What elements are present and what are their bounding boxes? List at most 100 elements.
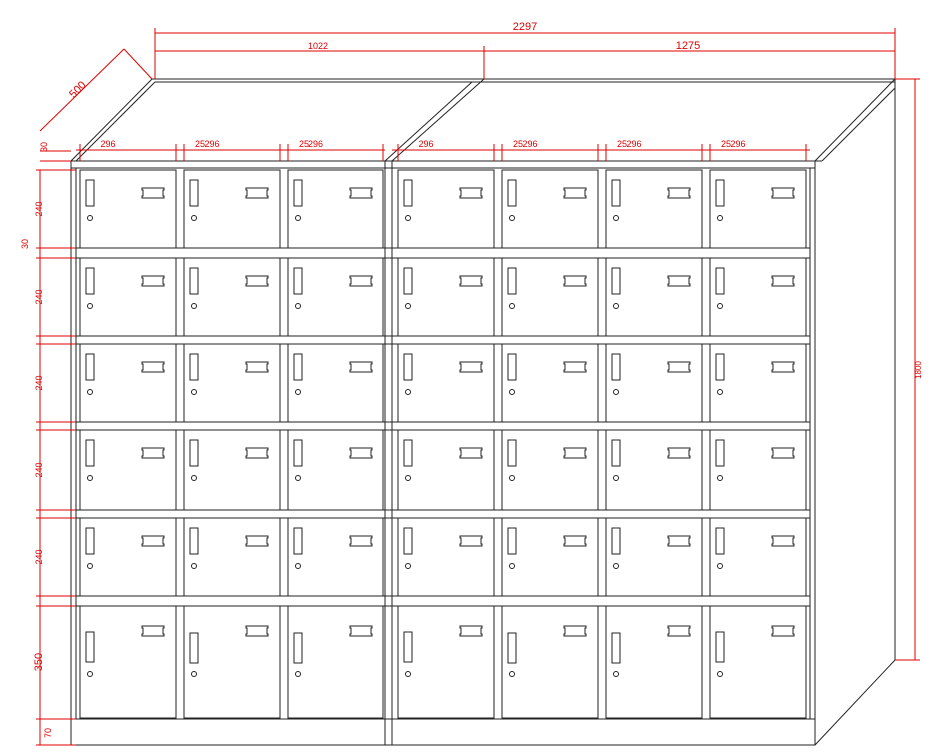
locker-door (605, 605, 703, 719)
door-panel (79, 429, 177, 511)
handle-icon (245, 361, 269, 373)
lock-icon (191, 563, 197, 569)
locker-doors (79, 169, 807, 719)
nameplate-slot (293, 632, 303, 664)
door-panel (287, 517, 384, 597)
locker-door (183, 257, 281, 337)
handle-icon (563, 187, 587, 199)
door-panel (287, 429, 384, 511)
nameplate-slot (715, 439, 725, 467)
nameplate-slot (85, 527, 95, 555)
lock-icon (295, 671, 301, 677)
nameplate-slot (85, 353, 95, 381)
lock-icon (405, 389, 411, 395)
side-bottom-edge (814, 659, 896, 746)
locker-door (79, 343, 177, 423)
locker-door (501, 257, 599, 337)
dim-door-width: 296 (418, 139, 433, 149)
nameplate-slot (611, 527, 621, 555)
lock-icon (87, 303, 93, 309)
lock-icon (717, 671, 723, 677)
door-panel (709, 343, 807, 423)
lock-icon (191, 215, 197, 221)
nameplate-slot (403, 527, 413, 555)
door-panel (709, 257, 807, 337)
door-panel (397, 343, 495, 423)
lock-icon (295, 475, 301, 481)
handle-icon (563, 447, 587, 459)
nameplate-slot (293, 527, 303, 555)
dim-depth-ext (123, 48, 153, 80)
dim-base-height: 70 (43, 728, 53, 738)
lock-icon (405, 671, 411, 677)
locker-door (397, 517, 495, 597)
right-section-frame (391, 167, 811, 720)
nameplate-slot (507, 632, 517, 664)
dim-door-width: 296 (626, 139, 641, 149)
dim-total-width: 2297 (513, 21, 537, 33)
lock-icon (191, 389, 197, 395)
nameplate-slot (85, 267, 95, 295)
locker-door (183, 605, 281, 719)
nameplate-slot (403, 439, 413, 467)
nameplate-slot (189, 179, 199, 207)
nameplate-slot (507, 439, 517, 467)
door-panel (501, 257, 599, 337)
nameplate-slot (715, 179, 725, 207)
lock-icon (509, 563, 515, 569)
handle-icon (771, 361, 795, 373)
locker-door (501, 517, 599, 597)
handle-icon (141, 187, 165, 199)
locker-door (287, 169, 384, 249)
handle-icon (349, 535, 373, 547)
door-panel (287, 343, 384, 423)
door-panel (709, 605, 807, 719)
locker-door (605, 517, 703, 597)
door-panel (501, 343, 599, 423)
door-panel (605, 429, 703, 511)
locker-door (183, 429, 281, 511)
handle-icon (771, 625, 795, 637)
handle-icon (141, 275, 165, 287)
handle-icon (141, 447, 165, 459)
handle-icon (563, 275, 587, 287)
door-panel (397, 429, 495, 511)
top-partition-depth (391, 78, 485, 162)
lock-icon (717, 303, 723, 309)
nameplate-slot (507, 179, 517, 207)
handle-icon (667, 535, 691, 547)
handle-icon (245, 625, 269, 637)
lock-icon (613, 303, 619, 309)
handle-icon (667, 275, 691, 287)
locker-door (183, 169, 281, 249)
handle-icon (459, 275, 483, 287)
door-panel (287, 605, 384, 719)
nameplate-slot (611, 353, 621, 381)
locker-door (709, 257, 807, 337)
locker-door (397, 429, 495, 511)
lock-icon (405, 563, 411, 569)
handle-icon (349, 275, 373, 287)
lock-icon (295, 389, 301, 395)
nameplate-slot (189, 439, 199, 467)
handle-icon (563, 535, 587, 547)
locker-door (79, 605, 177, 719)
nameplate-slot (189, 267, 199, 295)
door-panel (605, 605, 703, 719)
lock-icon (295, 563, 301, 569)
nameplate-slot (403, 631, 413, 663)
lock-icon (613, 475, 619, 481)
handle-icon (245, 447, 269, 459)
nameplate-slot (715, 353, 725, 381)
handle-icon (245, 535, 269, 547)
nameplate-slot (611, 632, 621, 664)
door-panel (605, 517, 703, 597)
dim-depth-line (39, 48, 125, 132)
dim-door-width: 296 (308, 139, 323, 149)
top-right-depth-inner (821, 87, 896, 162)
dim-top-thickness: 30 (39, 142, 49, 152)
lock-icon (717, 389, 723, 395)
nameplate-slot (403, 353, 413, 381)
lock-icon (87, 671, 93, 677)
